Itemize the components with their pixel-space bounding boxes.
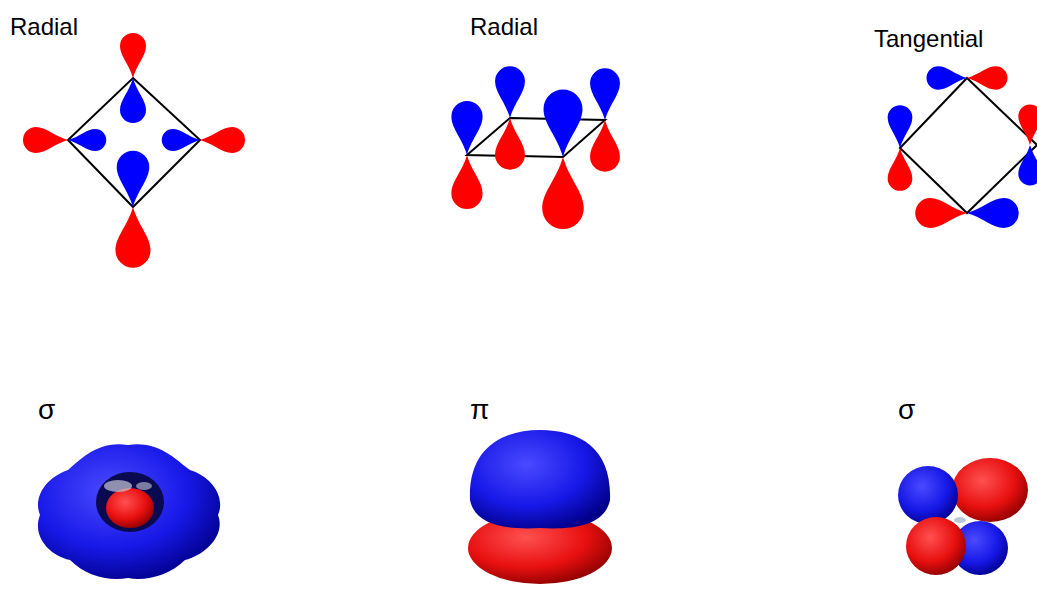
tangential-sketch bbox=[888, 66, 1037, 228]
tangential-sigma-isosurface bbox=[898, 458, 1028, 575]
symmetry-label: σ bbox=[898, 395, 915, 426]
radial-pi-sketch bbox=[451, 66, 620, 229]
set-label: Radial bbox=[10, 14, 78, 40]
pi-isosurface bbox=[468, 430, 612, 584]
set-label: Tangential bbox=[874, 26, 983, 52]
symmetry-label: σ bbox=[38, 395, 55, 426]
sigma-isosurface bbox=[38, 444, 220, 579]
radial-sigma-sketch bbox=[23, 33, 245, 268]
set-label: Radial bbox=[470, 14, 538, 40]
symmetry-label: π bbox=[470, 395, 489, 426]
